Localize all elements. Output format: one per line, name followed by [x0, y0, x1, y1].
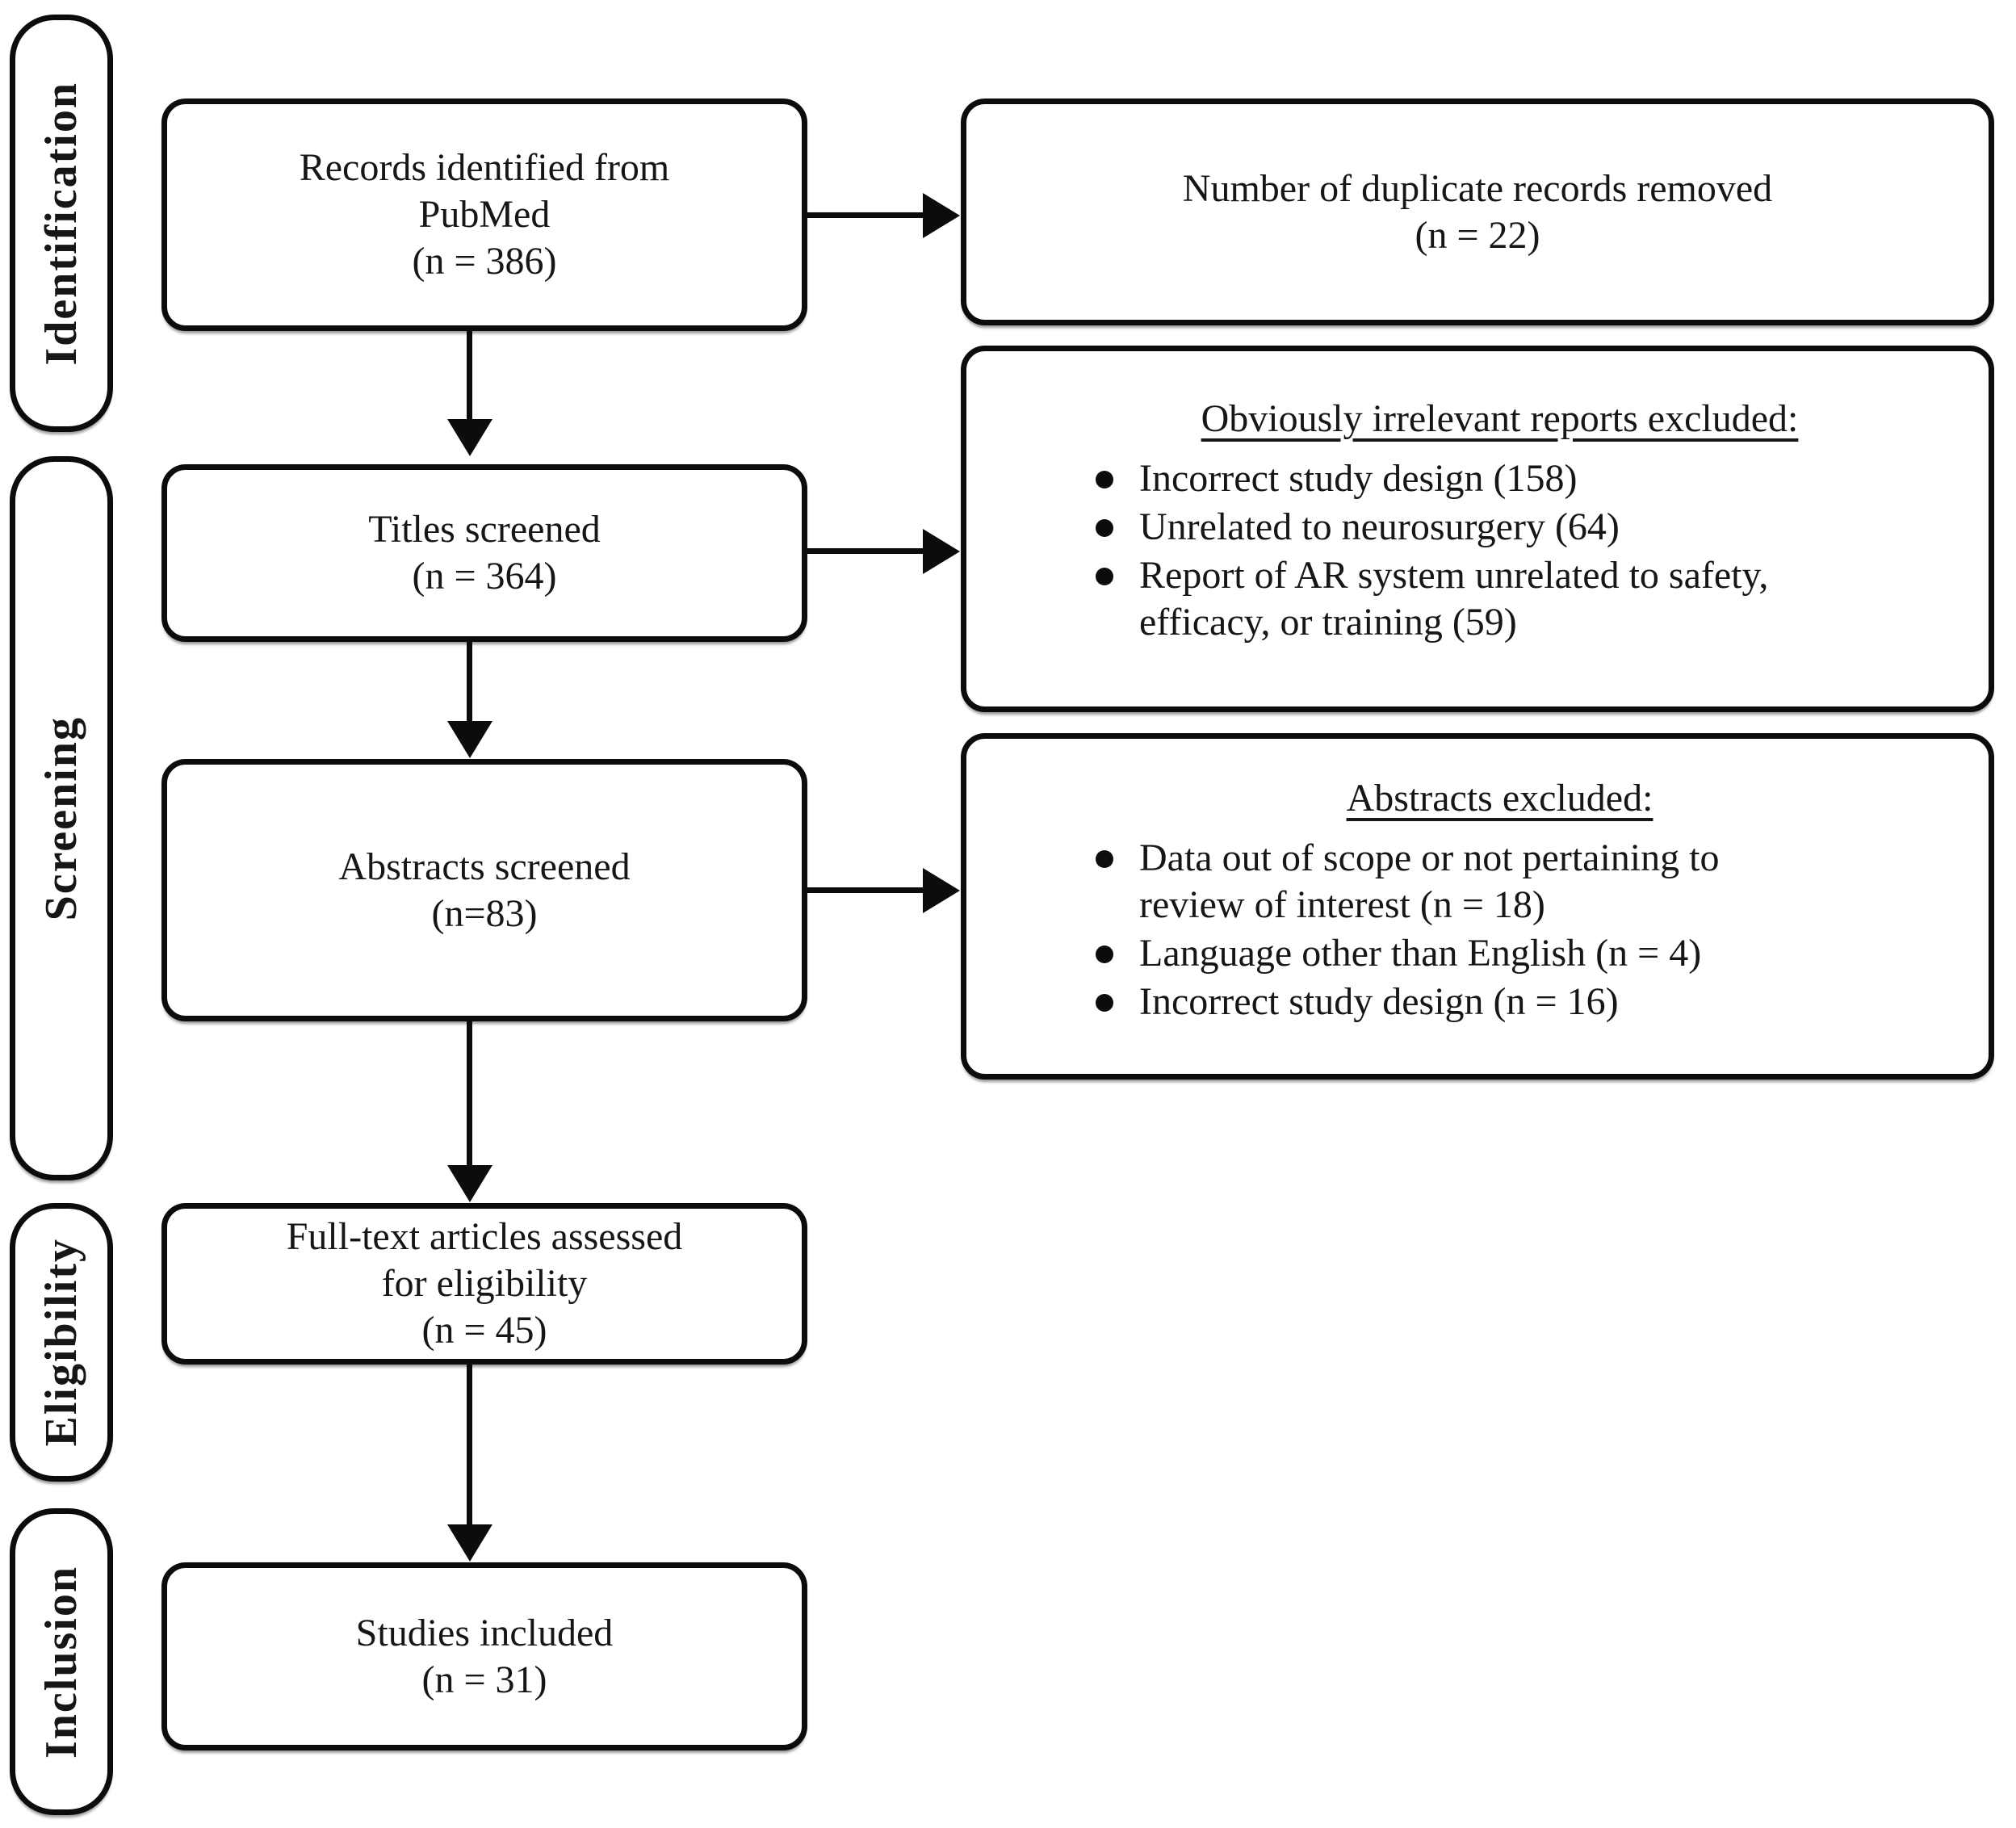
abstracts-excluded-bullet-3: Incorrect study design (n = 16): [1088, 979, 1912, 1025]
records-line-3: (n = 386): [412, 240, 557, 283]
irrelevant-bullet-list: Incorrect study design (158) Unrelated t…: [1088, 455, 1912, 646]
flow-box-titles-screened: Titles screened (n = 364): [161, 464, 807, 642]
duplicates-line-2: (n = 22): [1415, 213, 1540, 257]
irrelevant-bullet-3-text-line2: efficacy, or training (59): [1139, 601, 1517, 644]
irrelevant-bullet-3: Report of AR system unrelated to safety,…: [1088, 552, 1912, 646]
irrelevant-bullet-1: Incorrect study design (158): [1088, 455, 1912, 502]
abstracts-excluded-bullet-list: Data out of scope or not pertaining to r…: [1088, 835, 1912, 1025]
arrow-records-to-titles: [467, 331, 472, 420]
irrelevant-heading: Obviously irrelevant reports excluded:: [1201, 397, 1799, 440]
arrow-records-to-duplicates: [807, 212, 924, 218]
included-line-1: Studies included: [355, 1611, 614, 1654]
stage-inclusion: Inclusion: [10, 1508, 113, 1815]
stage-inclusion-label: Inclusion: [36, 1565, 86, 1759]
stage-screening-label: Screening: [36, 715, 86, 921]
stage-eligibility-label: Eligibility: [36, 1238, 86, 1447]
abstracts-excluded-heading: Abstracts excluded:: [1346, 777, 1653, 820]
flow-box-abstracts-screened: Abstracts screened (n=83): [161, 759, 807, 1021]
abstracts-excluded-bullet-1: Data out of scope or not pertaining to r…: [1088, 835, 1912, 929]
exclusion-box-duplicates-removed: Number of duplicate records removed (n =…: [961, 99, 1994, 325]
irrelevant-bullet-1-text: Incorrect study design (158): [1139, 457, 1578, 500]
arrow-titles-to-irrelevant: [807, 548, 924, 554]
flow-box-studies-included: Studies included (n = 31): [161, 1562, 807, 1750]
arrow-abstracts-to-fulltext: [467, 1021, 472, 1166]
exclusion-box-irrelevant-reports: Obviously irrelevant reports excluded: I…: [961, 346, 1994, 712]
abstracts-excluded-bullet-2-text: Language other than English (n = 4): [1139, 932, 1702, 975]
titles-line-1: Titles screened: [368, 508, 601, 551]
stage-identification: Identification: [10, 15, 113, 432]
titles-line-2: (n = 364): [412, 555, 557, 597]
included-line-2: (n = 31): [421, 1658, 547, 1701]
flow-box-records-identified: Records identified from PubMed (n = 386): [161, 99, 807, 331]
records-line-2: PubMed: [418, 193, 551, 236]
arrow-abstracts-to-excluded: [807, 887, 924, 893]
flow-box-fulltext-assessed: Full-text articles assessed for eligibil…: [161, 1203, 807, 1365]
irrelevant-bullet-3-text-line1: Report of AR system unrelated to safety,: [1139, 554, 1769, 597]
arrow-fulltext-to-included: [467, 1365, 472, 1525]
fulltext-line-1: Full-text articles assessed: [286, 1215, 683, 1258]
arrow-titles-to-abstracts: [467, 642, 472, 722]
abstracts-excluded-bullet-1-line1: Data out of scope or not pertaining to: [1139, 836, 1720, 879]
abstracts-excluded-bullet-1-line2: review of interest (n = 18): [1139, 883, 1545, 926]
stage-eligibility: Eligibility: [10, 1203, 113, 1482]
stage-identification-label: Identification: [36, 81, 86, 366]
irrelevant-bullet-2-text: Unrelated to neurosurgery (64): [1139, 505, 1620, 548]
fulltext-line-3: (n = 45): [421, 1309, 547, 1352]
exclusion-box-abstracts-excluded: Abstracts excluded: Data out of scope or…: [961, 733, 1994, 1080]
fulltext-line-2: for eligibility: [381, 1262, 588, 1305]
abstracts-line-2: (n=83): [431, 891, 538, 935]
abstracts-line-1: Abstracts screened: [338, 845, 631, 888]
irrelevant-bullet-2: Unrelated to neurosurgery (64): [1088, 504, 1912, 551]
abstracts-excluded-bullet-3-text: Incorrect study design (n = 16): [1139, 980, 1619, 1023]
records-line-1: Records identified from: [299, 146, 670, 189]
duplicates-line-1: Number of duplicate records removed: [1182, 166, 1773, 210]
stage-screening: Screening: [10, 456, 113, 1180]
abstracts-excluded-bullet-2: Language other than English (n = 4): [1088, 930, 1912, 977]
